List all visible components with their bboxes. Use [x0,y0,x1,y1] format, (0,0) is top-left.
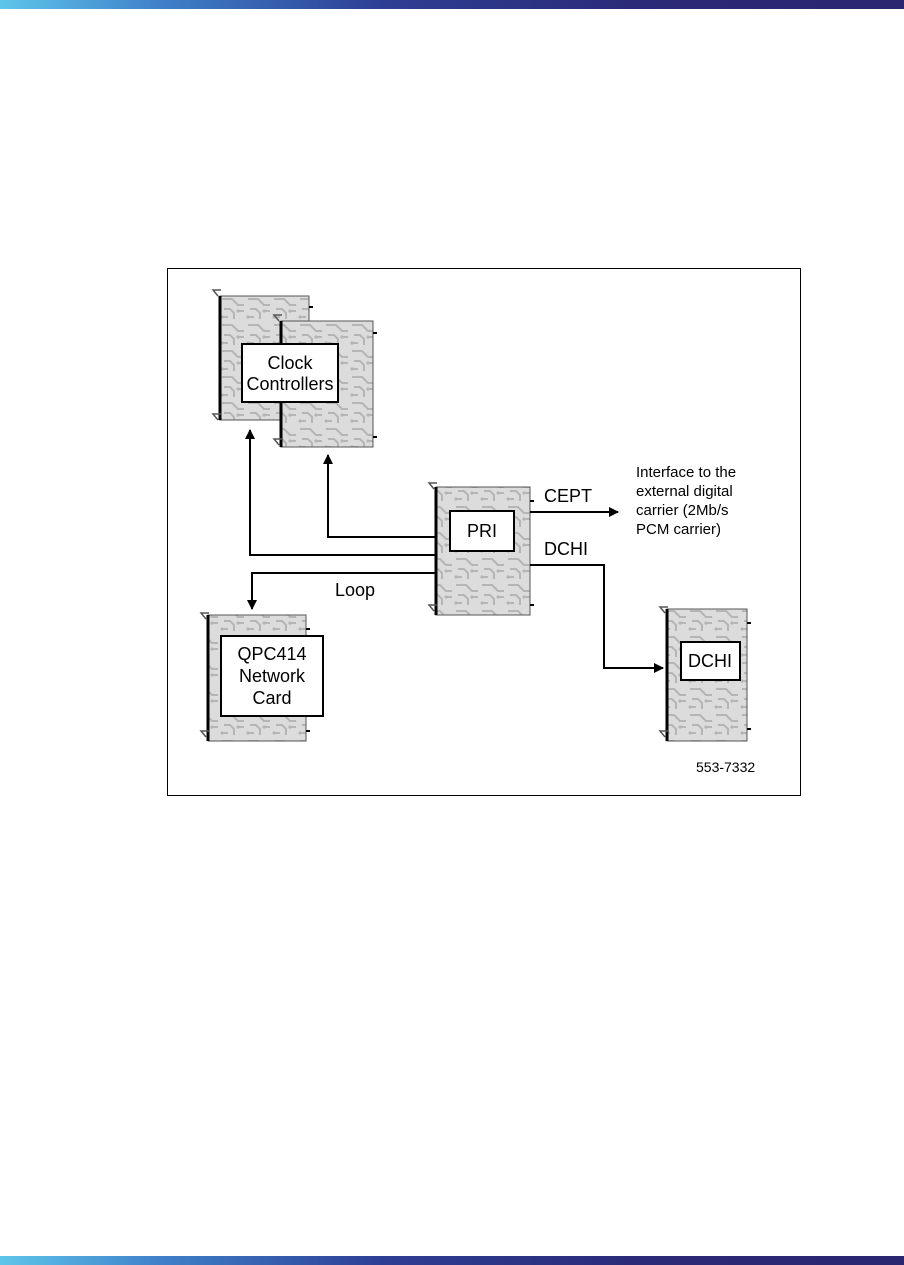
footer-band [0,1256,904,1265]
pri-connection-diagram: Clock Controllers PRI QPC414 Network Car… [167,268,801,796]
figure-number: 553-7332 [696,759,755,775]
network-card-label-line1: QPC414 [237,644,306,664]
pri-label-box [449,510,515,552]
interface-note-line1: Interface to the [636,464,736,481]
dchi-link-label: DCHI [544,539,588,559]
dchi-card-label-box [680,641,741,681]
loop-arrow [247,572,436,610]
pri-label: PRI [467,521,497,541]
dchi-link-arrow [530,564,664,673]
network-card-label-box [220,635,324,717]
dchi-card-label: DCHI [688,651,732,671]
pri-to-clock-front-arrow [323,454,436,538]
header-band [0,0,904,9]
clock-controllers-label-line2: Controllers [246,374,333,394]
interface-note-line4: PCM carrier) [636,521,721,538]
loop-label: Loop [335,580,375,600]
pri-to-clock-back-arrow [245,429,436,556]
interface-note-line3: carrier (2Mb/s [636,502,729,519]
clock-controllers-label-box [241,343,339,403]
network-card-label-line3: Card [252,688,291,708]
cept-label: CEPT [544,486,592,506]
clock-controllers-label-line1: Clock [267,353,313,373]
interface-note-line2: external digital [636,483,733,500]
network-card-label-line2: Network [239,666,306,686]
